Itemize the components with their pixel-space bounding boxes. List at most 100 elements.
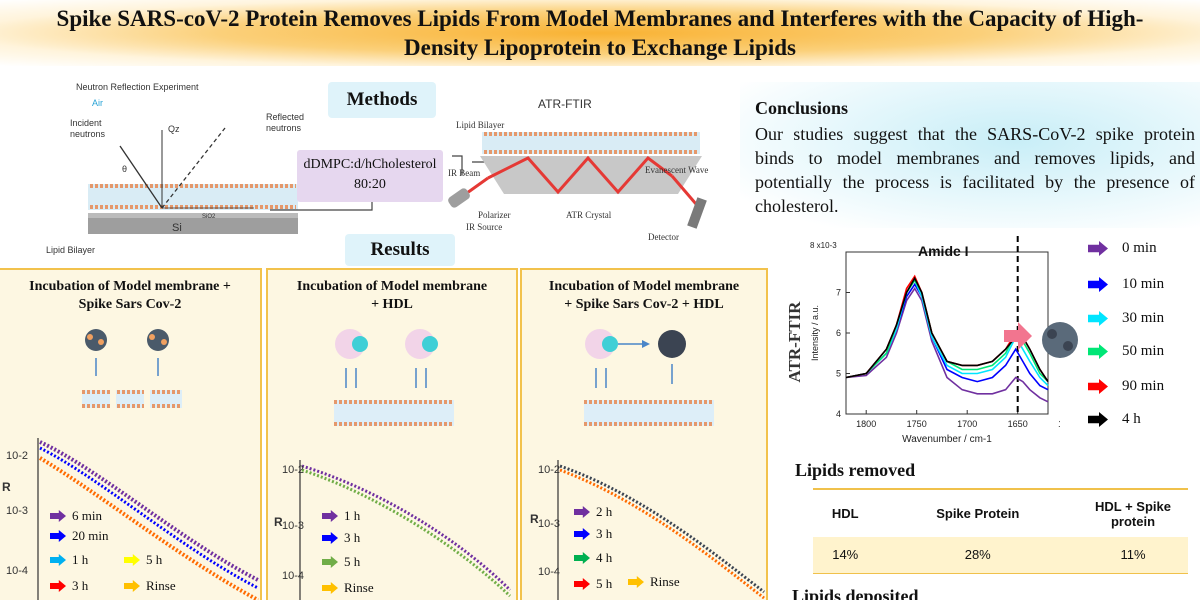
ftir-spectrum-chart: 1800175017001650160045678 x10-3Wavenumbe… bbox=[810, 236, 1060, 445]
panel-title-line2: + Spike Sars Cov-2 + HDL bbox=[564, 297, 724, 312]
legend-item: 5 h bbox=[322, 554, 360, 570]
arrow-icon bbox=[1088, 379, 1108, 394]
plot3-tick-bottom: 10-4 bbox=[538, 566, 561, 578]
legend-label: 3 h bbox=[596, 526, 613, 541]
table-header-row: HDL Spike Protein HDL + Spike protein bbox=[813, 488, 1188, 537]
y-tick-label: 7 bbox=[836, 288, 841, 298]
ftir-legend-item: 90 min bbox=[1088, 378, 1164, 395]
pink-arrow-icon bbox=[1004, 322, 1032, 350]
plot-2-axes bbox=[299, 460, 512, 600]
page-title: Spike SARS-coV-2 Protein Removes Lipids … bbox=[56, 6, 1144, 60]
arrow-icon bbox=[50, 530, 66, 542]
incident-beam bbox=[119, 145, 163, 209]
table-cell: 28% bbox=[877, 537, 1078, 574]
ir-beam-path bbox=[487, 155, 673, 195]
x-tick-label: 1800 bbox=[856, 419, 876, 429]
ir-source-label: IR Source bbox=[466, 222, 503, 232]
lipids-deposited-title: Lipids deposited bbox=[792, 586, 919, 600]
legend-label: 5 h bbox=[596, 576, 613, 591]
arrow-icon bbox=[50, 580, 66, 592]
lipids-removed-table: HDL Spike Protein HDL + Spike protein 14… bbox=[813, 488, 1188, 574]
legend-item: 3 h bbox=[574, 526, 612, 542]
arrow-icon bbox=[1088, 277, 1108, 292]
sample-line1: dDMPC:d/hCholesterol bbox=[303, 157, 437, 172]
legend-label: 4 h bbox=[1122, 411, 1141, 427]
theta-label: θ bbox=[122, 164, 128, 174]
legend-label: 1 h bbox=[72, 552, 89, 567]
plot3-yaxis-label: R bbox=[530, 512, 539, 526]
x-tick-label: 1750 bbox=[907, 419, 927, 429]
ir-beam-label: IR Beam bbox=[448, 168, 481, 178]
arrow-icon bbox=[322, 556, 338, 568]
legend-label: Rinse bbox=[344, 580, 374, 595]
plot2-tick-mid: 10-3 bbox=[282, 520, 305, 532]
legend-label: 5 h bbox=[146, 552, 163, 567]
legend-item: 3 h bbox=[322, 530, 360, 546]
plot-1-axes bbox=[37, 438, 259, 600]
atr-lipid-bilayer-label: Lipid Bilayer bbox=[456, 120, 505, 130]
legend-item: 20 min bbox=[50, 528, 108, 544]
arrow-icon bbox=[1088, 412, 1108, 427]
arrow-icon bbox=[124, 554, 140, 566]
legend-label: 1 h bbox=[344, 508, 361, 523]
x-tick-label: 1700 bbox=[957, 419, 977, 429]
plot3-tick-top: 10-2 bbox=[538, 464, 561, 476]
x-axis-label: Wavenumber / cm-1 bbox=[902, 434, 992, 445]
detector-icon bbox=[687, 197, 707, 229]
polarizer-label: Polarizer bbox=[478, 210, 511, 220]
results-panel-spike: Incubation of Model membrane + Spike Sar… bbox=[0, 268, 262, 600]
legend-label: 6 min bbox=[72, 508, 102, 523]
results-panel-spike-hdl: Incubation of Model membrane + Spike Sar… bbox=[520, 268, 768, 600]
table-header: HDL bbox=[813, 488, 878, 537]
arrow-icon bbox=[322, 582, 338, 594]
reflected-beam bbox=[161, 127, 226, 209]
spike-binding-illustration bbox=[1004, 322, 1078, 358]
conclusions-text: Our studies suggest that the SARS-CoV-2 … bbox=[755, 124, 1195, 216]
legend-item: 3 h bbox=[50, 578, 88, 594]
spike-protein-icon bbox=[658, 330, 686, 358]
arrow-icon bbox=[628, 576, 644, 588]
plot1-yaxis-label: R bbox=[2, 480, 11, 494]
air-label: Air bbox=[92, 98, 103, 108]
legend-label: 5 h bbox=[344, 554, 361, 569]
legend-item: Rinse bbox=[124, 578, 176, 594]
arrow-icon bbox=[574, 506, 590, 518]
spike-protein-icon bbox=[85, 329, 107, 351]
series-line-30-min bbox=[845, 278, 1049, 387]
panel-title-line1: Incubation of Model membrane bbox=[548, 279, 740, 294]
legend-label: 50 min bbox=[1122, 343, 1165, 359]
atr-setup-diagram bbox=[448, 132, 707, 229]
table-header: Spike Protein bbox=[877, 488, 1078, 537]
silicon-substrate bbox=[88, 218, 298, 234]
detector-label: Detector bbox=[648, 232, 679, 242]
plot3-tick-mid: 10-3 bbox=[538, 518, 561, 530]
arrow-icon bbox=[574, 528, 590, 540]
ir-source-icon bbox=[448, 188, 470, 208]
spike-hdl-membrane-schematic bbox=[584, 329, 714, 426]
atr-lipid-bilayer bbox=[482, 132, 700, 154]
legend-item: 1 h bbox=[322, 508, 360, 524]
arrow-icon bbox=[1088, 344, 1108, 359]
panel-title-line2: + HDL bbox=[371, 297, 413, 312]
x-tick-label: 1600 bbox=[1058, 419, 1060, 429]
legend-item: Rinse bbox=[322, 580, 374, 596]
arrow-icon bbox=[1088, 241, 1108, 256]
sio2-label: SiO2 bbox=[202, 214, 216, 220]
results-label: Results bbox=[345, 234, 455, 266]
legend-label: 4 h bbox=[596, 550, 613, 565]
panel-title-line2: Spike Sars Cov-2 bbox=[78, 297, 182, 312]
conclusions-section: Conclusions Our studies suggest that the… bbox=[740, 82, 1200, 228]
table-cell: 11% bbox=[1078, 537, 1188, 574]
y-tick-label: 4 bbox=[836, 409, 841, 419]
table-row: 14% 28% 11% bbox=[813, 537, 1188, 574]
plot2-tick-bottom: 10-4 bbox=[282, 570, 305, 582]
neutron-reflection-diagram bbox=[88, 127, 298, 234]
conclusions-title: Conclusions bbox=[755, 98, 849, 118]
plot2-tick-top: 10-2 bbox=[282, 464, 305, 476]
neutron-heading: Neutron Reflection Experiment bbox=[76, 82, 199, 92]
arrow-icon bbox=[50, 510, 66, 522]
legend-label: 3 h bbox=[344, 530, 361, 545]
legend-label: 10 min bbox=[1122, 276, 1165, 292]
arrow-icon bbox=[50, 554, 66, 566]
arrow-icon bbox=[574, 552, 590, 564]
